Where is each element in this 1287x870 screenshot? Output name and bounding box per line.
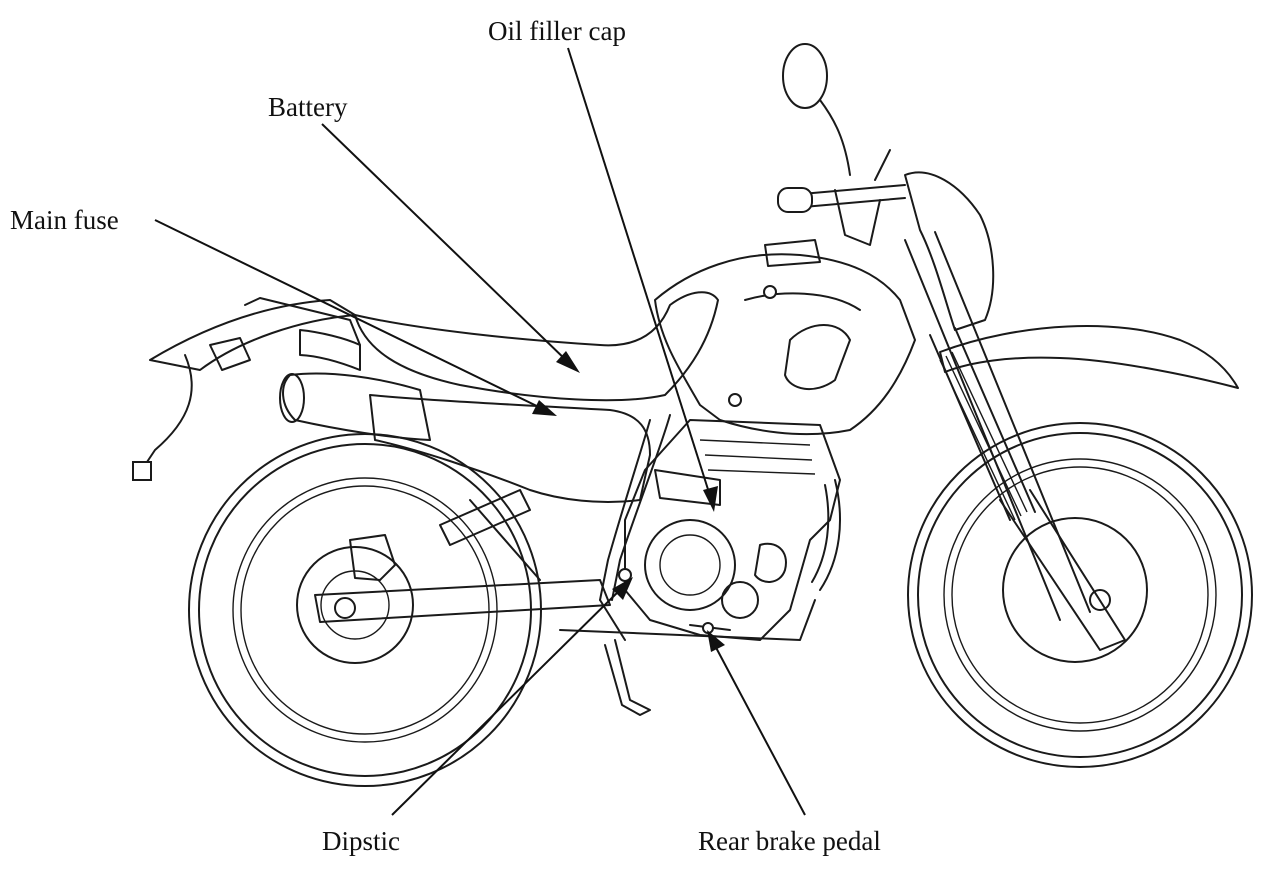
- brake-pedal: [618, 568, 731, 634]
- leader-lines: [154, 47, 806, 816]
- label-rear-brake-pedal: Rear brake pedal: [698, 826, 881, 856]
- rear-shock: [439, 489, 541, 581]
- fuel-tank: [654, 253, 916, 436]
- side-cover: [369, 394, 651, 503]
- front-fender: [939, 325, 1239, 389]
- front-fork: [904, 231, 1126, 651]
- label-dipstick: Dipstic: [322, 826, 400, 856]
- engine: [624, 419, 841, 641]
- swingarm: [314, 579, 611, 623]
- label-oil-filler-cap: Oil filler cap: [488, 16, 626, 46]
- rear-fender: [132, 297, 361, 481]
- frame: [559, 414, 841, 641]
- label-battery: Battery: [268, 92, 348, 122]
- side-stand: [604, 639, 651, 716]
- headlight-cowl: [904, 171, 995, 331]
- label-main-fuse: Main fuse: [10, 205, 119, 235]
- muffler: [279, 372, 431, 441]
- seat: [354, 291, 719, 402]
- handlebar: [777, 43, 906, 246]
- rear-wheel: [188, 433, 542, 787]
- front-wheel: [907, 422, 1253, 768]
- rear-caliper: [349, 534, 396, 581]
